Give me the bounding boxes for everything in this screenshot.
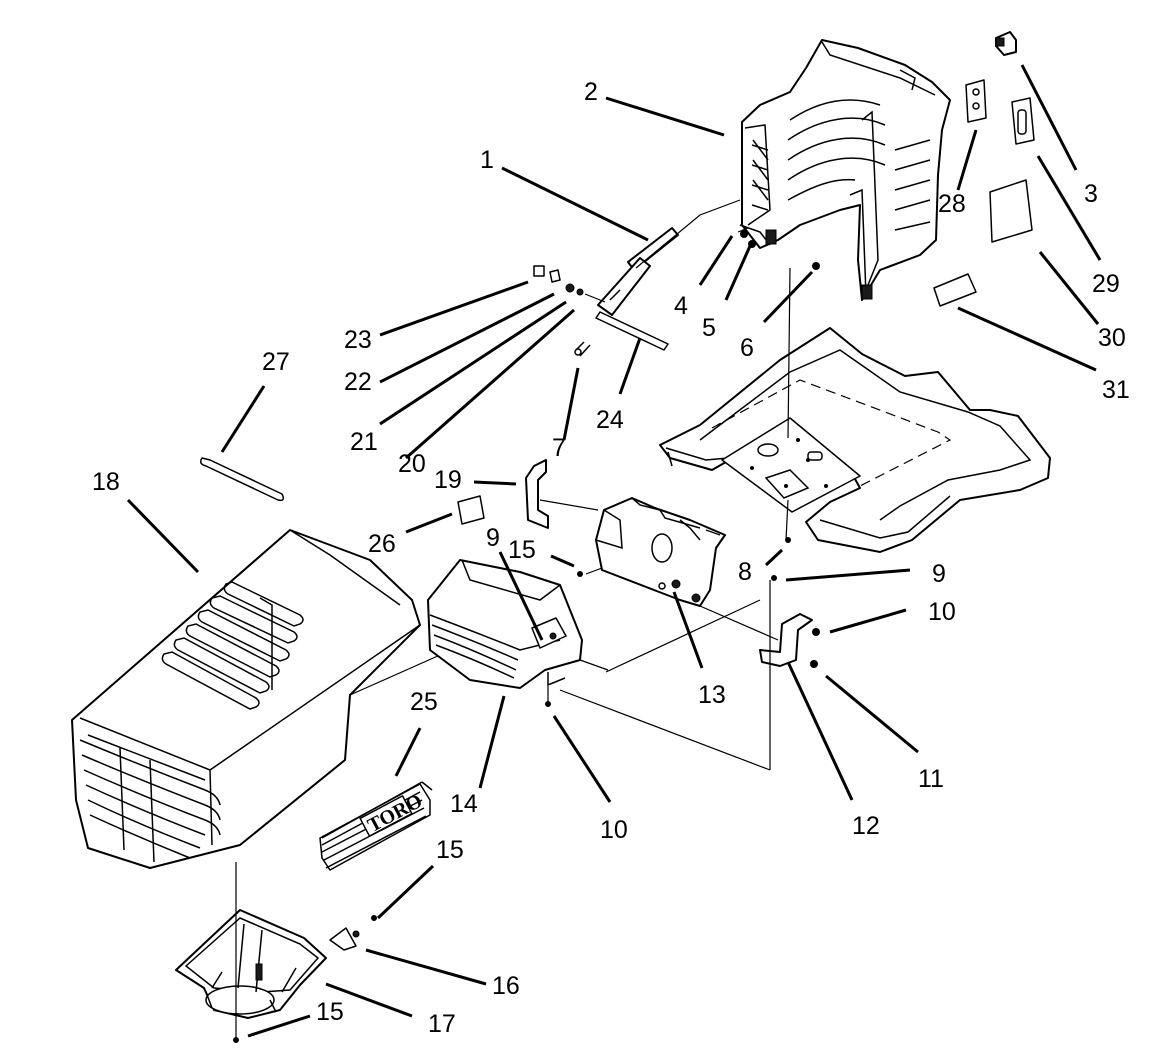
bracket-12-icon: [759, 613, 813, 667]
callout-15-mid: 15: [508, 536, 536, 564]
grille-icon: [427, 559, 583, 689]
callout-24: 24: [596, 406, 624, 434]
callout-4: 4: [674, 292, 688, 320]
callout-29: 29: [1092, 270, 1120, 298]
bracket-19-icon: [525, 459, 549, 529]
decal-30-icon: [989, 179, 1033, 243]
connection-lines: [235, 199, 791, 1040]
decal-29-icon: [1011, 97, 1035, 145]
decal-31-icon: [933, 273, 977, 307]
callout-20: 20: [398, 450, 426, 478]
callout-10-lower: 10: [600, 816, 628, 844]
callout-6: 6: [740, 334, 754, 362]
hood-icon: [71, 529, 441, 869]
callout-3: 3: [1084, 180, 1098, 208]
decal-28-icon: [965, 79, 987, 123]
logo-decal-icon: TORO: [319, 781, 433, 871]
callout-8: 8: [738, 558, 752, 586]
callout-22: 22: [344, 368, 372, 396]
callout-2: 2: [584, 78, 598, 106]
callout-16: 16: [492, 972, 520, 1000]
callout-23: 23: [344, 326, 372, 354]
callout-13: 13: [698, 681, 726, 709]
callout-27: 27: [262, 348, 290, 376]
callout-9-left: 9: [486, 524, 500, 552]
callout-labels: 1 2 3 4 5 6 7 8 9 9 10 10 11 12 13 14 15…: [92, 78, 1130, 1038]
callout-25: 25: [410, 688, 438, 716]
callout-14: 14: [450, 790, 478, 818]
callout-1: 1: [480, 146, 494, 174]
clip-icon: [995, 31, 1017, 56]
callout-11: 11: [918, 765, 944, 793]
footrest-icon: [659, 327, 1051, 553]
callout-15-lower: 15: [436, 836, 464, 864]
callout-18: 18: [92, 468, 120, 496]
callout-7: 7: [552, 434, 566, 462]
callout-30: 30: [1098, 324, 1126, 352]
funnel-icon: [175, 909, 327, 1019]
callout-19: 19: [434, 466, 462, 494]
hardware-20-23-icon: [533, 265, 606, 303]
callout-9-right: 9: [932, 560, 946, 588]
front-bracket-icon: [595, 497, 726, 607]
callout-10-right: 10: [928, 598, 956, 626]
callout-26: 26: [368, 530, 396, 558]
hardware-dots: [233, 230, 820, 1043]
seat-pan-icon: [739, 39, 951, 301]
callout-5: 5: [702, 314, 716, 342]
callout-21: 21: [350, 428, 378, 456]
callout-15-bottom: 15: [316, 998, 344, 1026]
decal-27-icon: [199, 457, 285, 502]
seat-adjust-rod-icon: [574, 227, 679, 357]
decal-26-icon: [457, 495, 485, 525]
callout-12: 12: [852, 812, 880, 840]
clip-16-icon: [329, 927, 360, 951]
callout-31: 31: [1102, 376, 1130, 404]
callout-28: 28: [938, 190, 966, 218]
callout-17: 17: [428, 1010, 456, 1038]
leader-lines: [126, 64, 1102, 1038]
